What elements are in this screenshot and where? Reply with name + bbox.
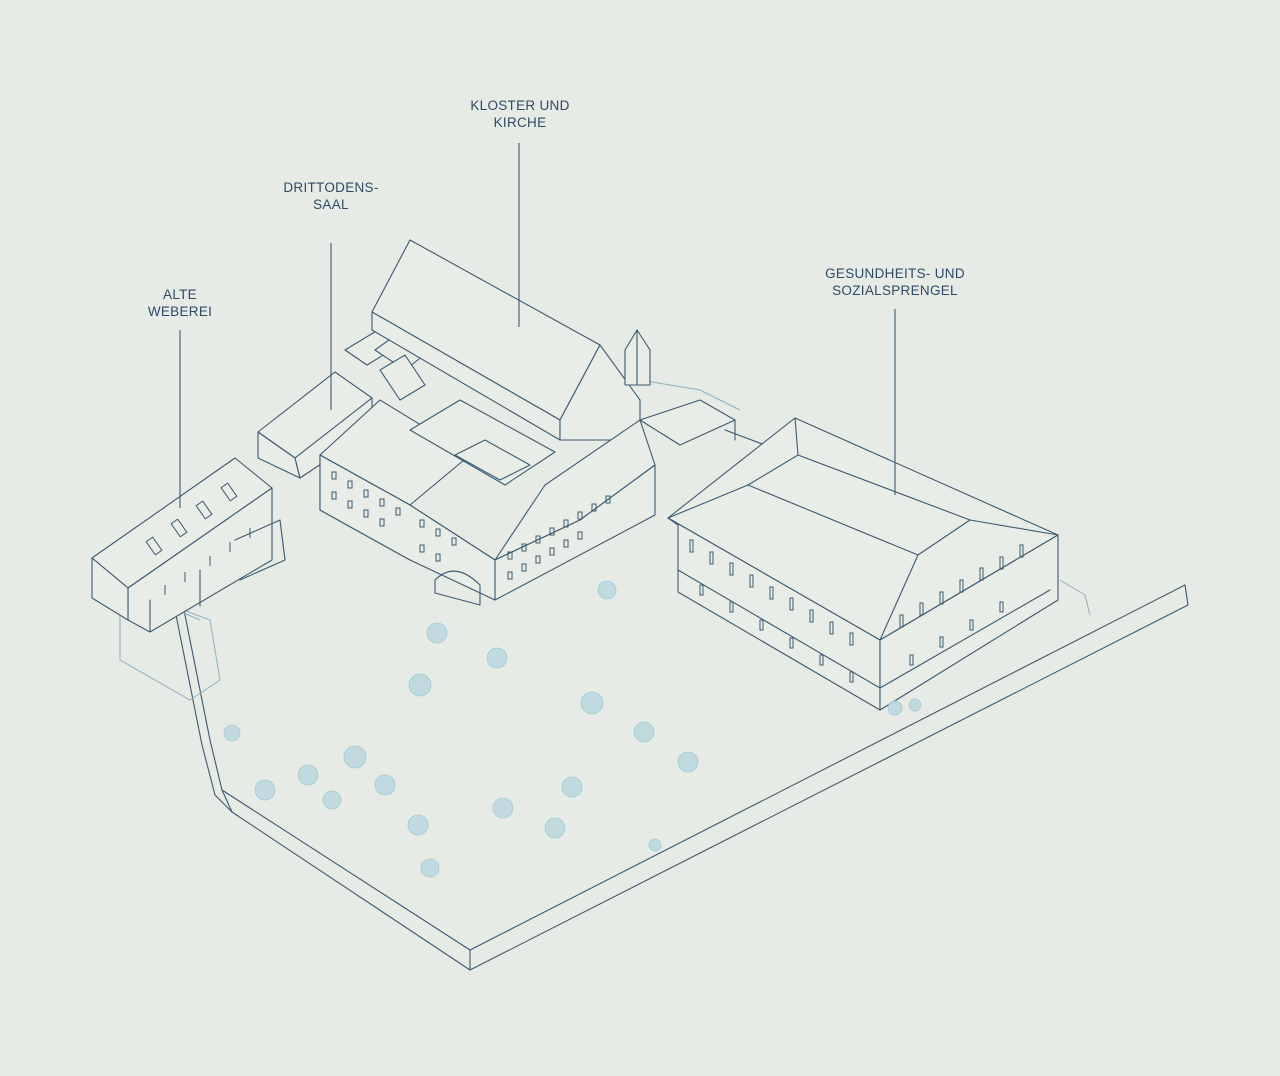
label-alte-weberei-line1: ALTE bbox=[163, 287, 197, 302]
kloster-windows-south bbox=[507, 495, 611, 580]
building-kloster-kirche bbox=[319, 239, 766, 606]
label-kloster-line2: KIRCHE bbox=[493, 115, 547, 130]
sprengel-windows-east bbox=[899, 544, 1024, 666]
kloster-windows-west bbox=[331, 471, 457, 562]
label-sozialsprengel: GESUNDHEITS- UND SOZIALSPRENGEL bbox=[800, 265, 990, 299]
label-drittordenssaal-line2: SAAL bbox=[313, 197, 349, 212]
building-drittordenssaal bbox=[257, 329, 429, 479]
label-leader-lines bbox=[179, 143, 896, 508]
label-drittordenssaal-line1: DRITTODENS- bbox=[283, 180, 379, 195]
perimeter-wall bbox=[171, 584, 1189, 971]
sprengel-windows-west bbox=[689, 539, 854, 683]
label-sprengel-line1: GESUNDHEITS- UND bbox=[825, 266, 965, 281]
label-drittordenssaal: DRITTODENS- SAAL bbox=[266, 179, 396, 213]
weberei-dormers bbox=[145, 482, 238, 556]
label-alte-weberei-line2: WEBEREI bbox=[147, 304, 213, 319]
building-alte-weberei bbox=[91, 457, 286, 633]
garden-trees bbox=[223, 580, 922, 878]
label-alte-weberei: ALTE WEBEREI bbox=[130, 286, 230, 320]
building-sozialsprengel bbox=[667, 417, 1059, 711]
label-kloster-und-kirche: KLOSTER UND KIRCHE bbox=[448, 97, 592, 131]
label-kloster-line1: KLOSTER UND bbox=[470, 98, 570, 113]
label-sprengel-line2: SOZIALSPRENGEL bbox=[832, 283, 958, 298]
